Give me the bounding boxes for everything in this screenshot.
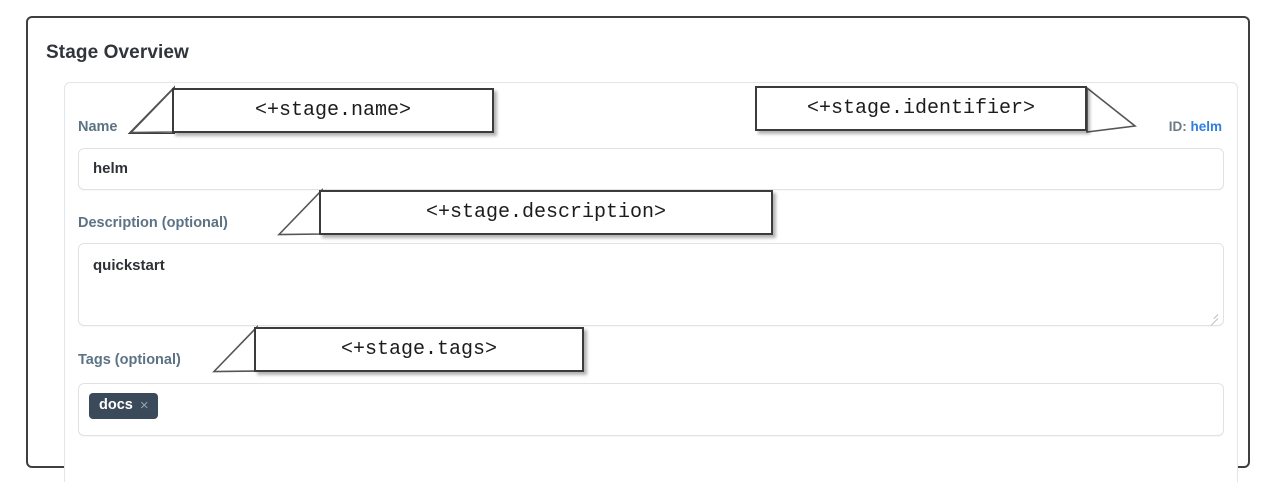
description-field-label: Description (optional) <box>78 215 228 231</box>
stage-identifier-value[interactable]: helm <box>1190 119 1222 134</box>
callout-stage-identifier: <+stage.identifier> <box>755 86 1087 131</box>
callout-stage-description: <+stage.description> <box>319 190 773 235</box>
tag-chip-docs[interactable]: docs × <box>89 393 158 419</box>
callout-stage-name: <+stage.name> <box>172 88 494 133</box>
name-input[interactable]: helm <box>78 148 1224 190</box>
tag-remove-icon[interactable]: × <box>139 397 149 414</box>
stage-identifier-key: ID: <box>1168 119 1187 134</box>
callout-stage-tags: <+stage.tags> <box>254 327 584 372</box>
tags-field-label: Tags (optional) <box>78 352 181 368</box>
resize-handle-icon[interactable] <box>1207 310 1219 326</box>
stage-identifier-display: ID: helm <box>1169 119 1222 134</box>
tags-input[interactable]: docs × <box>78 383 1224 436</box>
tag-chip-label: docs <box>99 397 133 414</box>
description-textarea-value: quickstart <box>93 257 165 274</box>
page-title: Stage Overview <box>46 42 189 63</box>
name-field-label: Name <box>78 119 118 135</box>
description-textarea[interactable]: quickstart <box>78 243 1224 326</box>
